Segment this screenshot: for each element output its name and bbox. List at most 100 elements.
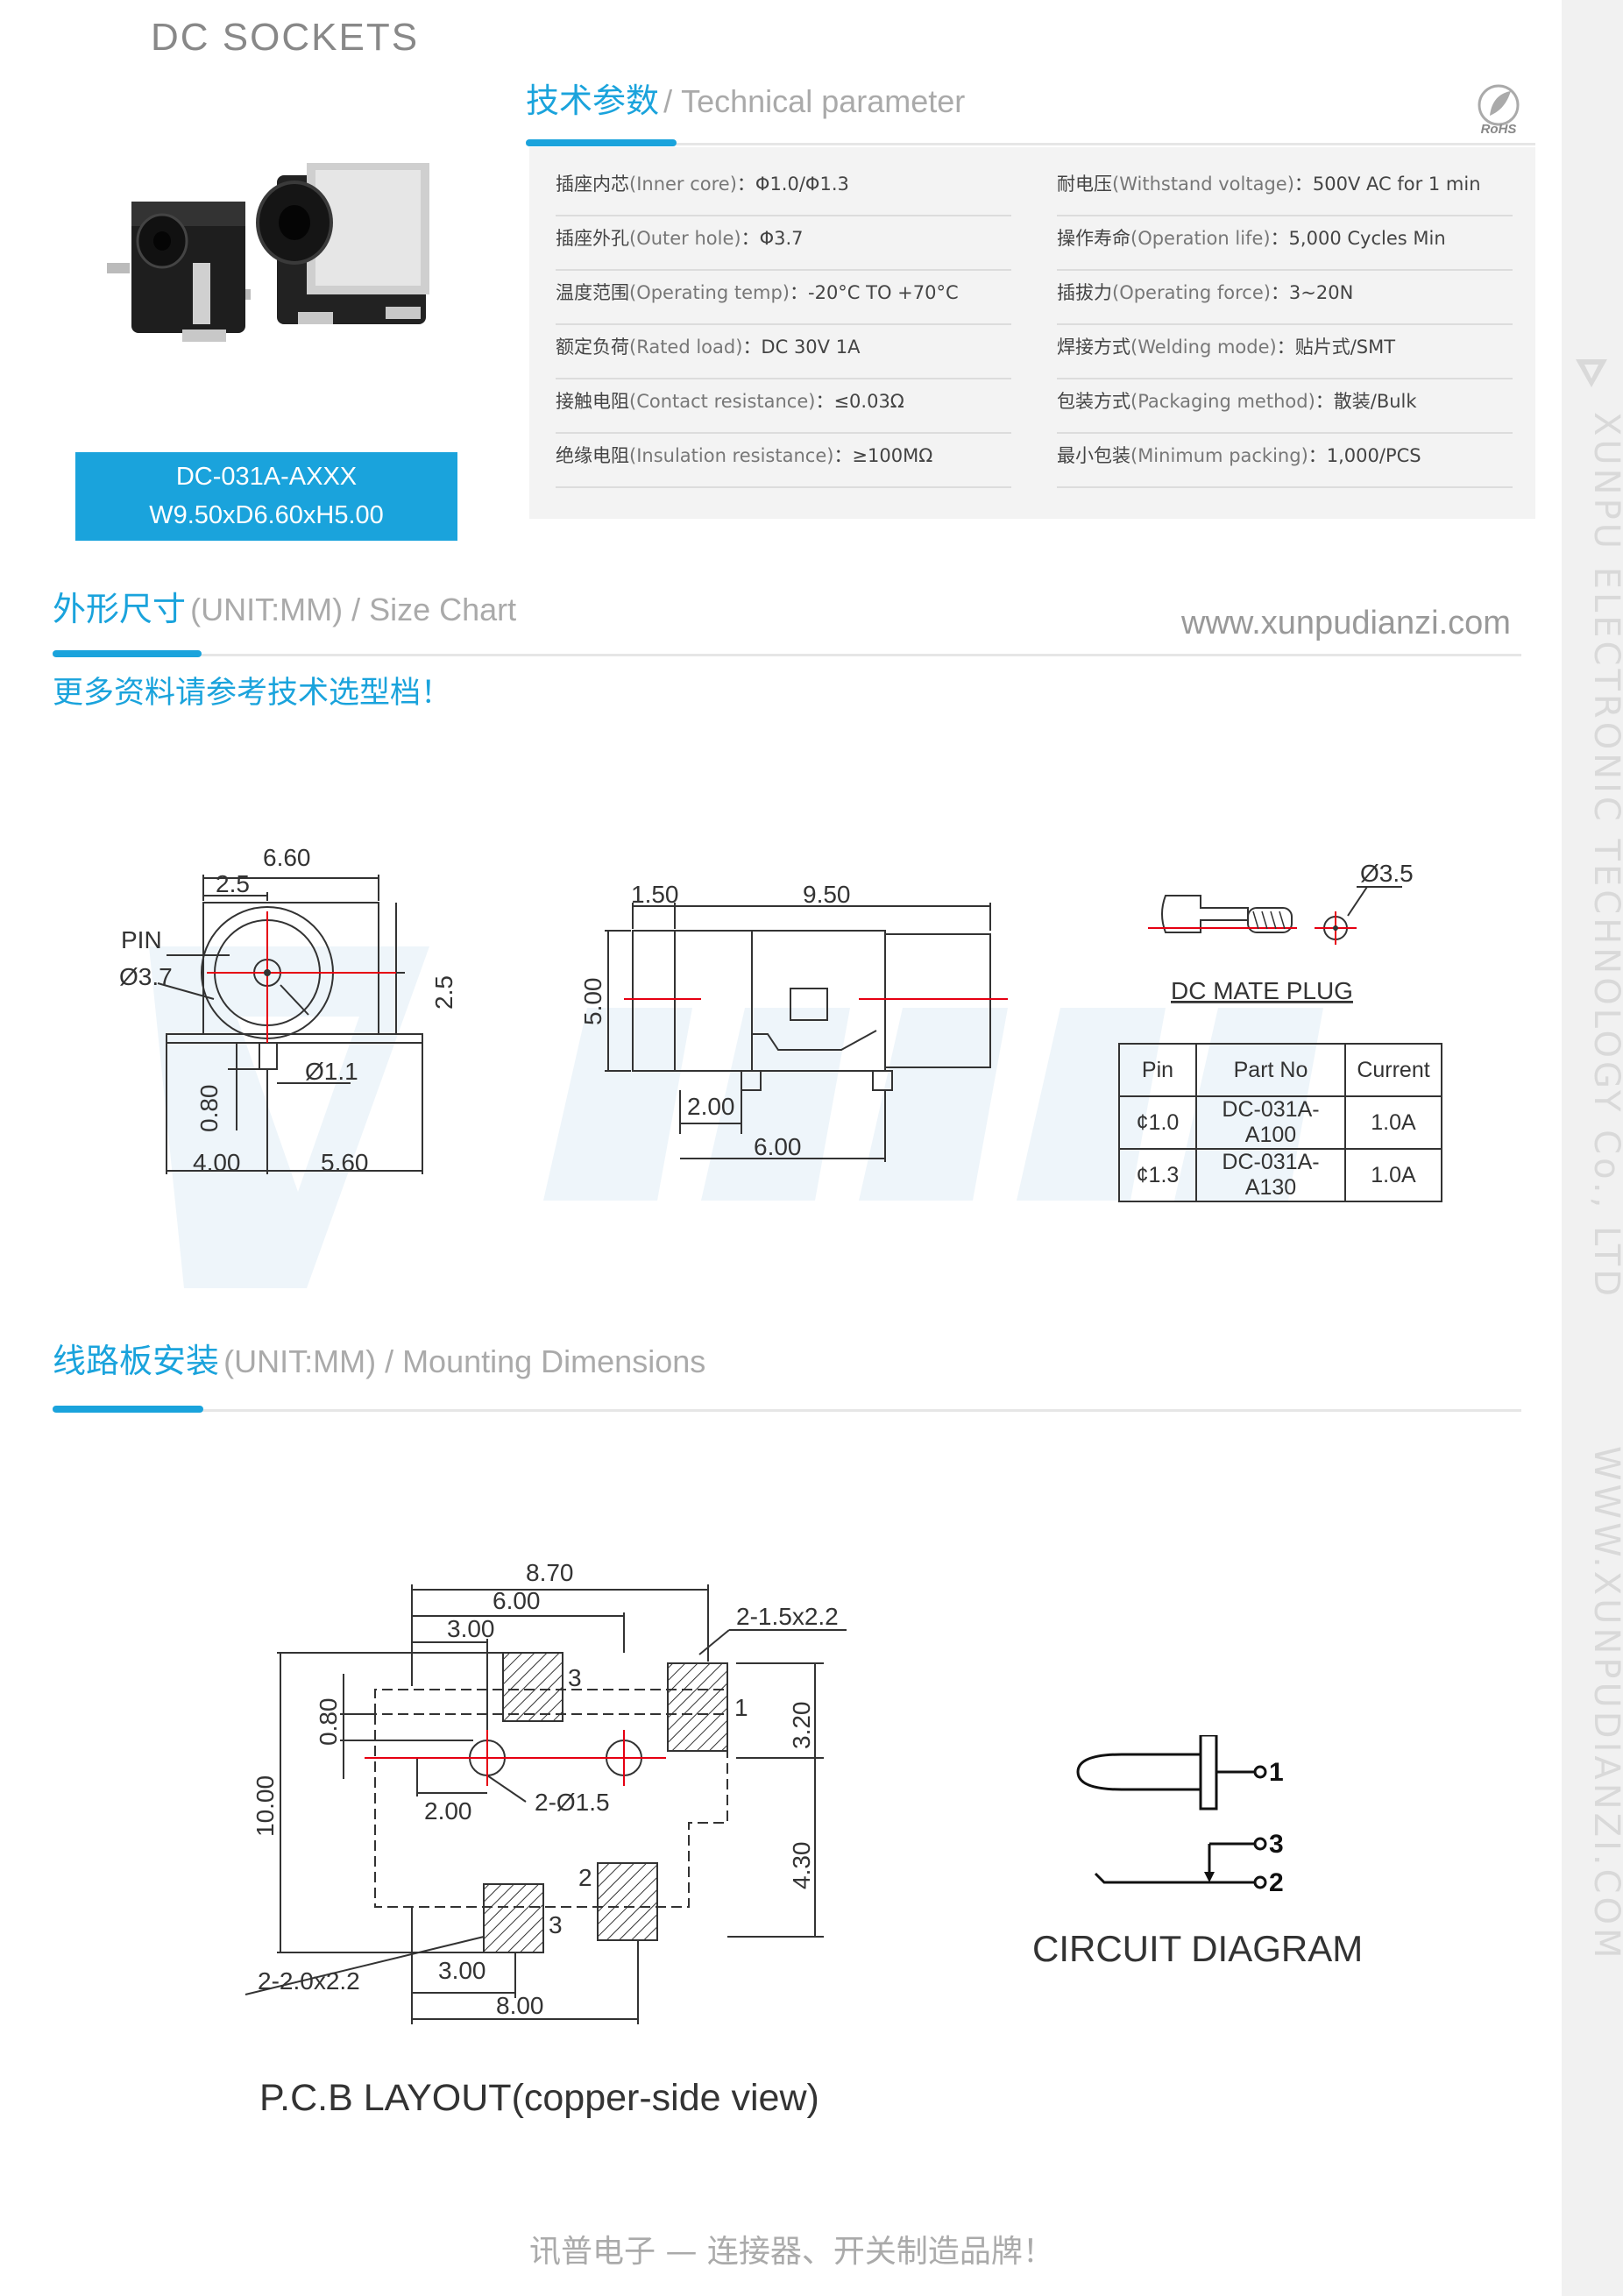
more-info-note: 更多资料请参考技术选型档！ <box>53 676 452 711</box>
parameter-label-en: (Operation life) <box>1130 228 1271 249</box>
pad-3a <box>502 1652 563 1722</box>
pad-1 <box>667 1662 728 1752</box>
front-body <box>202 902 379 1035</box>
mount-heading: 线路板安装 (UNIT:MM) / Mounting Dimensions <box>53 1334 705 1382</box>
tech-heading-en: / Technical parameter <box>663 83 966 119</box>
size-rule <box>53 654 1521 656</box>
parameter-row: 操作寿命(Operation life)：5,000 Cycles Min <box>1057 216 1513 271</box>
parameter-row: 插座外孔(Outer hole)：Φ3.7 <box>556 216 1011 271</box>
dim-front-a: 2.5 <box>216 870 250 897</box>
label-mate-plug: DC MATE PLUG <box>1171 977 1353 1004</box>
tech-heading-cn: 技术参数 <box>526 81 660 120</box>
pcb-outline <box>374 1713 728 1908</box>
pad-3b <box>483 1883 544 1953</box>
dim-holes: 2-Ø1.5 <box>535 1789 610 1816</box>
parameter-label-en: (Withstand voltage) <box>1112 174 1294 195</box>
model-number: DC-031A-AXXX <box>175 463 358 491</box>
dim-pcb-200: 2.00 <box>424 1797 472 1825</box>
dim-pin-h: 0.80 <box>195 1085 223 1133</box>
circuit-pin-3: 3 <box>1269 1830 1284 1859</box>
parameter-label-en: (Rated load) <box>629 337 743 358</box>
pad-number-3a: 3 <box>568 1664 582 1691</box>
dim-plug: Ø3.5 <box>1360 860 1414 887</box>
parameter-value: ：500V AC for 1 min <box>1293 174 1481 195</box>
model-size: W9.50xD6.60xH5.00 <box>149 501 384 529</box>
parameter-label-en: (Operating temp) <box>629 282 790 303</box>
parameter-value: ：Φ3.7 <box>741 228 804 249</box>
pcb-layout-drawing: 8.70 6.00 3.00 2-1.5x2.2 3 1 2.00 2-Ø1.5… <box>245 1559 847 2024</box>
sidebar-company: XUNPU ELECTRONIC TECHNOLOGY Co., LTD <box>1586 412 1623 1300</box>
parameter-label-en: (Insulation resistance) <box>629 445 834 466</box>
size-heading-cn: 外形尺寸 <box>53 590 187 628</box>
parameter-label-cn: 温度范围 <box>556 282 629 303</box>
dim-front-h: 2.5 <box>430 975 457 1010</box>
mount-rule <box>53 1409 1521 1412</box>
parameter-label-cn: 绝缘电阻 <box>556 445 629 466</box>
pad-number-2: 2 <box>578 1864 592 1891</box>
dim-pcb-320: 3.20 <box>788 1702 815 1750</box>
parameter-label-en: (Operating force) <box>1112 282 1271 303</box>
dim-pcb-300b: 3.00 <box>438 1957 486 1984</box>
parameter-label-cn: 最小包装 <box>1057 445 1130 466</box>
parameter-row: 包装方式(Packaging method)：散装/Bulk <box>1057 379 1513 434</box>
parameter-label-cn: 包装方式 <box>1057 391 1130 412</box>
front-pin-dot <box>264 969 271 976</box>
parameter-row: 焊接方式(Welding mode)：贴片式/SMT <box>1057 325 1513 379</box>
parameter-label-en: (Outer hole) <box>629 228 741 249</box>
dim-front-width: 6.60 <box>263 844 311 871</box>
rohs-text: RoHS <box>1481 122 1517 137</box>
mount-heading-cn: 线路板安装 <box>53 1342 220 1380</box>
pad-number-3b: 3 <box>549 1911 563 1938</box>
mount-heading-en: (UNIT:MM) / Mounting Dimensions <box>223 1343 706 1379</box>
dim-pcb-080: 0.80 <box>315 1698 342 1747</box>
circuit-title: CIRCUIT DIAGRAM <box>1032 1928 1364 1969</box>
pcb-title: P.C.B LAYOUT(copper-side view) <box>259 2077 819 2119</box>
dim-side-a: 1.50 <box>631 881 679 908</box>
parameter-row: 最小包装(Minimum packing)：1,000/PCS <box>1057 434 1513 488</box>
parameter-label-en: (Welding mode) <box>1130 337 1277 358</box>
parameter-label-en: (Inner core) <box>629 174 737 195</box>
parameter-row: 接触电阻(Contact resistance)：≤0.03Ω <box>556 379 1011 434</box>
parameter-value: ：3~20N <box>1270 282 1354 303</box>
parameter-value: ：≤0.03Ω <box>815 391 904 412</box>
parameter-value: ：DC 30V 1A <box>742 337 861 358</box>
parameter-row: 插座内芯(Inner core)：Φ1.0/Φ1.3 <box>556 162 1011 216</box>
size-rule-accent <box>53 650 202 657</box>
mount-rule-accent <box>53 1406 203 1413</box>
table-cell: 1.0A <box>1344 1095 1442 1150</box>
dim-pad-big: 2-1.5x2.2 <box>736 1603 839 1630</box>
parameter-label-cn: 插拔力 <box>1057 282 1112 303</box>
parameter-label-en: (Minimum packing) <box>1130 445 1308 466</box>
parameter-row: 温度范围(Operating temp)：-20°C TO +70°C <box>556 271 1011 325</box>
model-box: DC-031A-AXXX W9.50xD6.60xH5.00 <box>75 452 457 541</box>
footer-slogan: 讯普电子 — 连接器、开关制造品牌！ <box>529 2234 1054 2270</box>
parameter-value: ：-20°C TO +70°C <box>790 282 959 303</box>
table-row: ¢1.0 DC-031A-A100 1.0A <box>1118 1095 1442 1150</box>
dim-side-d: 6.00 <box>754 1133 802 1160</box>
table-row: ¢1.3 DC-031A-A130 1.0A <box>1118 1148 1442 1202</box>
dim-pad-small: 2-2.0x2.2 <box>258 1967 360 1995</box>
parameter-label-cn: 焊接方式 <box>1057 337 1130 358</box>
parameter-row: 耐电压(Withstand voltage)：500V AC for 1 min <box>1057 162 1513 216</box>
table-header: Pin <box>1118 1043 1197 1097</box>
table-header: Current <box>1344 1043 1442 1097</box>
parameter-value: ：≥100MΩ <box>833 445 933 466</box>
parameter-panel <box>529 147 1535 519</box>
tech-heading: 技术参数 / Technical parameter <box>526 74 965 122</box>
parameter-value: ：Φ1.0/Φ1.3 <box>736 174 849 195</box>
pad-2 <box>597 1862 658 1941</box>
size-heading: 外形尺寸 (UNIT:MM) / Size Chart <box>53 582 516 630</box>
circuit-diagram-drawing: 1 3 2 <box>1076 1735 1284 1897</box>
dim-front-l1: 4.00 <box>193 1149 241 1176</box>
table-cell: ¢1.0 <box>1118 1095 1197 1150</box>
product-photo <box>96 158 447 368</box>
tech-rule <box>526 143 1535 145</box>
table-cell: 1.0A <box>1344 1148 1442 1202</box>
table-cell: ¢1.3 <box>1118 1148 1197 1202</box>
circuit-plug <box>1076 1753 1201 1791</box>
parameter-row: 插拔力(Operating force)：3~20N <box>1057 271 1513 325</box>
dim-front-hole: Ø3.7 <box>119 963 173 990</box>
size-heading-en: (UNIT:MM) / Size Chart <box>190 592 517 627</box>
mate-plug-table: Pin Part No Current ¢1.0 DC-031A-A100 1.… <box>1118 1043 1442 1202</box>
tech-rule-accent <box>526 139 677 146</box>
